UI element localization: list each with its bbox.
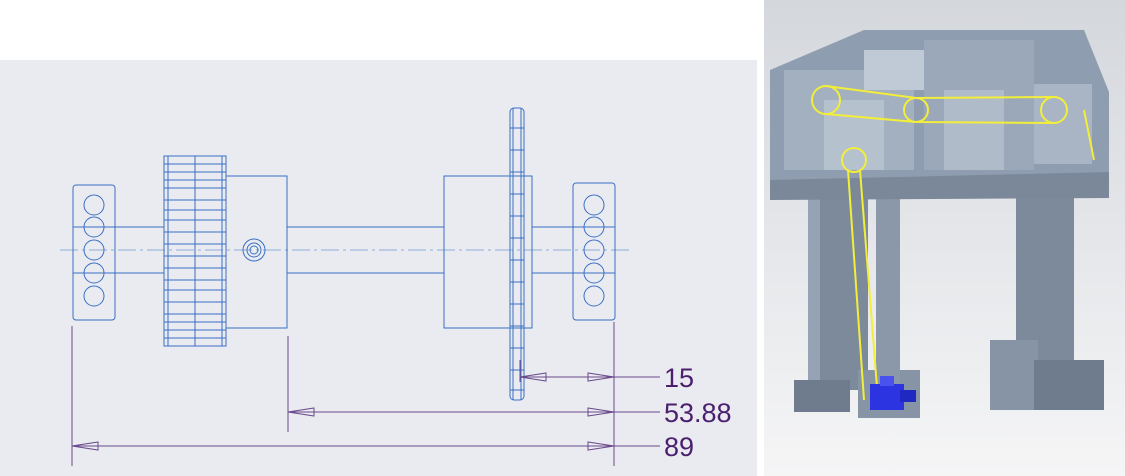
belt-drive <box>811 85 1095 401</box>
right-bearing <box>572 182 616 321</box>
dimension-89: 89 <box>664 432 694 462</box>
drawing-background <box>0 60 757 476</box>
sprocket-hub <box>443 175 533 329</box>
dimension-lines <box>71 322 660 466</box>
hub-collar <box>225 175 288 329</box>
motor <box>870 376 916 410</box>
right-leg <box>990 186 1104 410</box>
mechanism-render <box>764 0 1125 476</box>
shaft <box>60 226 630 274</box>
sprocket <box>509 107 525 401</box>
dimension-15: 15 <box>664 363 694 393</box>
shaft-assembly-drawing: 15 53.88 89 <box>0 60 757 476</box>
center-post <box>876 190 900 390</box>
dimension-53-88: 53.88 <box>664 398 732 428</box>
top-frame <box>770 30 1109 200</box>
